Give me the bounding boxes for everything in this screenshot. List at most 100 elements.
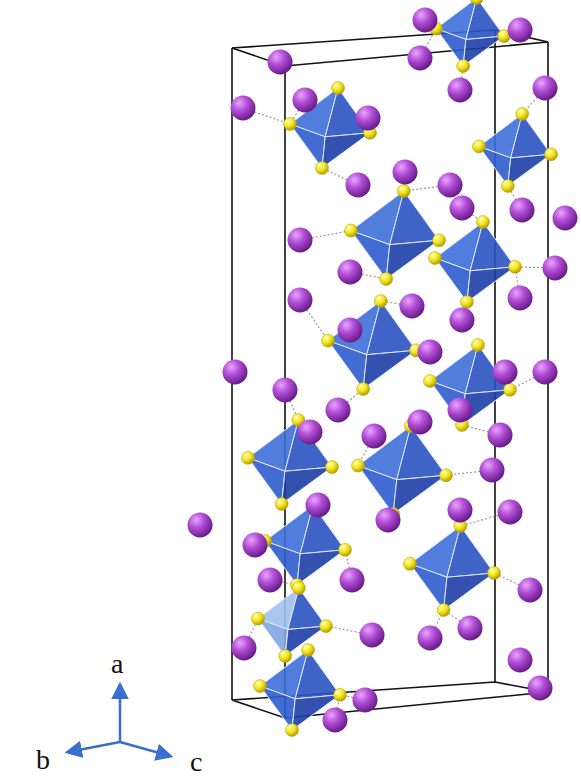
octahedra [248, 0, 551, 730]
anion-atom [516, 108, 529, 121]
cation-atom [510, 198, 535, 223]
axis-label: c [190, 748, 202, 776]
anion-atom [334, 688, 347, 701]
cation-atom [223, 360, 248, 385]
anion-atom [275, 498, 288, 511]
anion-atom [488, 567, 501, 580]
cation-atom [326, 398, 351, 423]
anion-atom [509, 260, 522, 273]
cation-atom [533, 76, 558, 101]
anion-atom [473, 140, 486, 153]
cation-atom [362, 424, 387, 449]
cation-atom [438, 173, 463, 198]
octahedron-face [410, 564, 447, 610]
cation-atom [298, 420, 323, 445]
anion-atom [380, 273, 393, 286]
anion-atom [279, 650, 292, 663]
cation-atom [268, 50, 293, 75]
cation-atom [448, 498, 473, 523]
cation-atom [243, 533, 268, 558]
anion-atom [242, 451, 255, 464]
anion-atom [457, 60, 470, 73]
cation-atom [488, 423, 513, 448]
unit-cell [232, 30, 548, 718]
anion-atom [292, 582, 305, 595]
cation-atom [273, 378, 298, 403]
cation-atom [231, 96, 256, 121]
axis-arrows [68, 685, 170, 756]
anion-atom [352, 459, 365, 472]
cation-atom [450, 196, 475, 221]
cation-atom [543, 256, 568, 281]
anion-atom [504, 383, 517, 396]
anion-atom [302, 644, 315, 657]
cation-atom [418, 340, 443, 365]
cation-atom [188, 513, 213, 538]
octahedron-face [390, 191, 439, 245]
cation-atom [232, 636, 257, 661]
anion-atom [374, 295, 387, 308]
anion-atom [470, 0, 483, 5]
anion-atom [357, 383, 370, 396]
anion-atom [320, 620, 333, 633]
octahedron-face [248, 458, 285, 504]
anion-atom [424, 375, 437, 388]
cation-atom [418, 626, 443, 651]
anion-atom [332, 82, 345, 95]
octahedron-face [285, 626, 326, 656]
octahedron-face [358, 466, 397, 514]
anion-atom [254, 680, 267, 693]
cation-atom [450, 308, 475, 333]
anion-atom [429, 252, 442, 265]
cation-atom [258, 568, 283, 593]
cation-atom [448, 78, 473, 103]
cation-atom [306, 493, 331, 518]
cation-atom [413, 8, 438, 33]
cation-atom [360, 623, 385, 648]
octahedron-face [470, 222, 515, 271]
anion-atom [252, 612, 265, 625]
cation-atom [353, 688, 378, 713]
cation-atom [288, 228, 313, 253]
cation-atom [533, 360, 558, 385]
octahedron-face [290, 124, 325, 168]
anion-atom [284, 118, 297, 131]
cation-atom [508, 286, 533, 311]
cation-atom [508, 648, 533, 673]
cation-atom [518, 578, 543, 603]
anion-atom [397, 185, 410, 198]
anion-atom [437, 604, 450, 617]
octahedron-face [328, 341, 367, 389]
anion-atom [477, 216, 490, 229]
axis-label: a [111, 650, 123, 678]
cation-atom [553, 206, 578, 231]
anion-atom [345, 224, 358, 237]
bond-lines [243, 20, 555, 720]
octahedron-face [297, 550, 345, 585]
axis-label: b [36, 746, 50, 774]
cation-atom [338, 260, 363, 285]
octahedron-face [508, 154, 551, 186]
octahedron-face [260, 686, 295, 730]
anion-atom [404, 557, 417, 570]
octahedron-face [393, 475, 446, 514]
cation-atom [408, 410, 433, 435]
cation-atom [400, 294, 425, 319]
cation-atom [408, 46, 433, 71]
atoms [188, 0, 578, 737]
cation-atom [458, 616, 483, 641]
anion-atom [461, 296, 474, 309]
anion-atom [433, 234, 446, 247]
cation-atom [498, 500, 523, 525]
anion-atom [472, 339, 485, 352]
cation-atom [376, 508, 401, 533]
cation-atom [338, 318, 363, 343]
cation-atom [288, 288, 313, 313]
anion-atom [501, 180, 514, 193]
anion-atom [440, 469, 453, 482]
anion-atom [326, 461, 339, 474]
octahedron-face [463, 36, 504, 66]
cation-atom [293, 88, 318, 113]
cation-atom [340, 568, 365, 593]
